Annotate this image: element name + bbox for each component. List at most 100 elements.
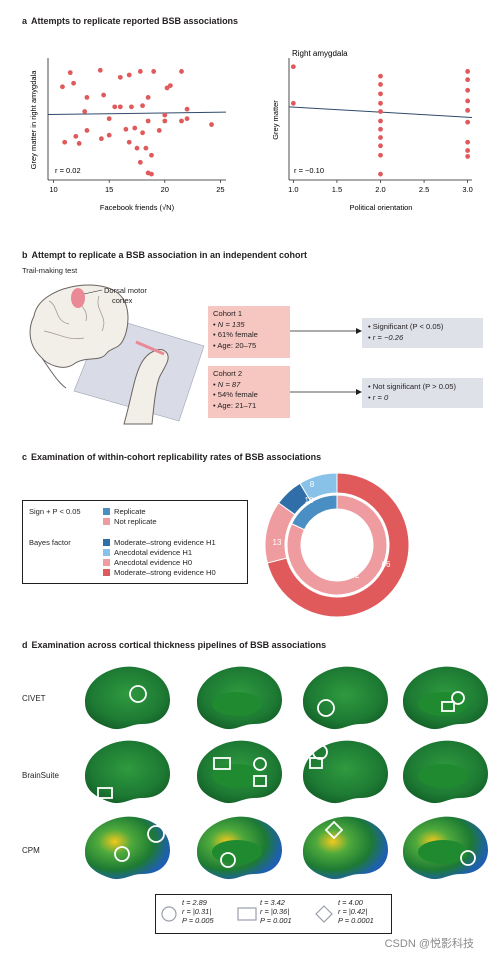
data-point (156, 128, 162, 133)
data-point (123, 126, 129, 132)
data-point (179, 118, 184, 124)
data-point (60, 84, 65, 90)
panel-c-legend: Sign + P < 0.05 Bayes factor Replicate N… (22, 500, 248, 584)
data-point (162, 118, 168, 124)
x-tick-label: 2.5 (419, 185, 429, 194)
slice-h1-anecdotal (299, 472, 338, 502)
data-point (145, 118, 151, 124)
cpm-lateral-right (303, 816, 388, 880)
title-right: Right amygdala (292, 49, 348, 58)
data-point (129, 104, 134, 110)
arrows (290, 328, 362, 395)
result-2-box: • Not significant (P > 0.05) • r = 0 (362, 378, 483, 408)
cpm-marker-circle-1 (147, 825, 165, 843)
data-point (378, 126, 383, 132)
legend-replicate: Replicate (103, 506, 157, 516)
data-point (62, 139, 68, 145)
data-point (149, 171, 154, 177)
brain-maps (85, 666, 488, 880)
civet-lateral-left (85, 666, 170, 730)
civet-medial-left (197, 666, 282, 730)
data-point (137, 159, 143, 165)
sign-label: Sign + P < 0.05 (29, 507, 81, 516)
data-point (209, 122, 214, 127)
x-tick-label: 1.0 (288, 185, 298, 194)
label-h1-anecdotal: 8 (310, 480, 315, 489)
data-point (149, 152, 154, 158)
data-point (126, 72, 132, 78)
pencil-icon (135, 340, 165, 356)
civet-lateral-right (303, 666, 388, 730)
data-point (465, 77, 471, 83)
data-point (465, 154, 471, 159)
data-point (378, 171, 383, 177)
brain-hand-illustration (29, 284, 205, 425)
brainsuite-marker-square-2 (213, 757, 231, 770)
legend-circle-icon (161, 906, 177, 922)
x-tick-label: 15 (105, 185, 113, 194)
data-point (84, 128, 90, 133)
data-point (162, 112, 168, 118)
legend-h0-strong: Moderate–strong evidence H0 (103, 567, 216, 577)
x-tick-label: 20 (161, 185, 169, 194)
label-h0-anecdotal: 13 (273, 538, 282, 547)
brainsuite-marker-square-3 (253, 775, 267, 787)
data-point (465, 98, 471, 104)
civet-marker-square (441, 701, 455, 712)
brainsuite-medial-right (403, 740, 488, 804)
brainsuite-marker-square-4 (309, 757, 323, 769)
cohort-2-box: Cohort 2 • N = 87 • 54% female • Age: 21… (208, 366, 290, 418)
threshold-legend: t = 2.89 r = |0.31| P = 0.005 t = 3.42 r… (155, 894, 392, 934)
data-point (378, 135, 383, 140)
civet-medial-right (403, 666, 488, 730)
slice-not-replicate (286, 494, 388, 596)
cpm-row (85, 816, 488, 880)
data-point (184, 106, 190, 112)
annotation-left: r = 0.02 (55, 166, 81, 175)
data-point (164, 85, 170, 91)
label-h1-strong: 6 (289, 476, 294, 485)
label-replicate: 18 (305, 496, 314, 505)
watermark: CSDN @悦影科技 (384, 938, 474, 950)
data-point (290, 64, 296, 70)
cpm-marker-diamond (324, 820, 344, 840)
points-left (60, 67, 214, 177)
data-point (378, 118, 383, 124)
trend-line-left (47, 111, 227, 116)
data-point (378, 82, 383, 87)
data-point (167, 83, 173, 88)
data-point (465, 69, 471, 74)
data-point (378, 73, 383, 79)
data-point (67, 70, 73, 76)
civet-marker-circle-2 (317, 699, 335, 717)
cortex-label: Dorsal motor cortex (104, 286, 147, 305)
points-right (290, 64, 471, 177)
legend-h1-anecdotal: Anecdotal evidence H1 (103, 547, 216, 557)
y-label-right: Grey matter (271, 100, 280, 140)
data-point (117, 74, 123, 80)
brainsuite-marker-circle-1 (253, 757, 267, 771)
cohort-1-box: Cohort 1 • N = 135 • 61% female • Age: 2… (208, 306, 290, 358)
data-point (378, 91, 383, 97)
brainsuite-medial-left (197, 740, 282, 804)
dorsal-motor-cortex-highlight (71, 288, 85, 308)
brainsuite-lateral-left (85, 740, 170, 804)
data-point (465, 148, 471, 153)
donut-chart: 18 82 6 8 13 66 (264, 472, 410, 618)
data-point (465, 139, 471, 145)
label-h0-strong: 66 (382, 560, 391, 569)
data-point (97, 67, 103, 73)
data-point (140, 130, 145, 136)
data-point (465, 87, 471, 93)
data-point (378, 143, 383, 149)
x-tick-label: 10 (49, 185, 57, 194)
cpm-marker-circle-3 (220, 852, 236, 868)
data-point (378, 152, 383, 158)
slice-replicate (291, 494, 338, 531)
